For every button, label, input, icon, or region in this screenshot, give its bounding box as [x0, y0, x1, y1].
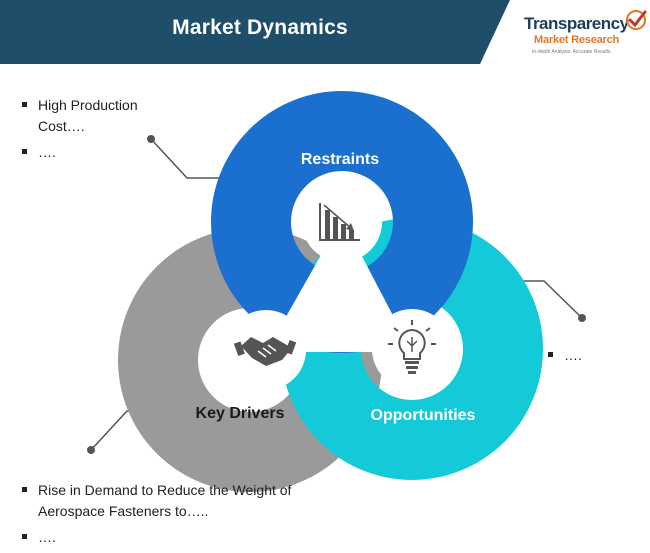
bullet-square-icon — [22, 102, 27, 107]
opportunities-connector-dot — [578, 314, 586, 322]
drivers-bullet-list: Rise in Demand to Reduce the Weight of A… — [22, 480, 322, 553]
bullet-text: …. — [38, 144, 56, 160]
logo-tagline: In-depth Analysis. Accurate Results. — [532, 49, 612, 55]
bullet-square-icon — [22, 149, 27, 154]
bullet-square-icon — [548, 352, 553, 357]
key-drivers-label: Key Drivers — [196, 405, 285, 422]
center-triangle — [266, 218, 412, 352]
opportunities-bullet-list: …. — [548, 345, 628, 366]
restraints-icon-badge — [302, 182, 382, 262]
bullet-text: …. — [38, 529, 56, 545]
page-title: Market Dynamics — [172, 16, 348, 39]
header-banner — [0, 0, 510, 64]
opportunities-label: Opportunities — [371, 407, 476, 424]
bullet-square-icon — [22, 487, 27, 492]
drivers-connector-dot — [87, 446, 95, 454]
bullet-text: High Production Cost…. — [38, 97, 138, 134]
company-logo: Transparency Market Research In-depth An… — [520, 8, 648, 58]
logo-subtitle: Market Research — [534, 34, 620, 46]
logo-check-icon — [626, 10, 647, 30]
bullet-text: Rise in Demand to Reduce the Weight of A… — [38, 482, 292, 519]
logo-name: Transparency — [524, 14, 629, 33]
handshake-icon — [233, 337, 297, 366]
list-item: …. — [548, 345, 628, 366]
declining-bar-chart-icon — [319, 203, 360, 241]
list-item: …. — [22, 527, 322, 548]
bullet-text: …. — [564, 347, 582, 363]
lightbulb-icon — [388, 320, 436, 374]
list-item: …. — [22, 142, 172, 163]
bullet-square-icon — [22, 534, 27, 539]
list-item: Rise in Demand to Reduce the Weight of A… — [22, 480, 322, 522]
restraints-label: Restraints — [301, 151, 379, 168]
restraints-bullet-list: High Production Cost…. …. — [22, 95, 172, 168]
list-item: High Production Cost…. — [22, 95, 172, 137]
restraints-connector-dot — [147, 135, 155, 143]
